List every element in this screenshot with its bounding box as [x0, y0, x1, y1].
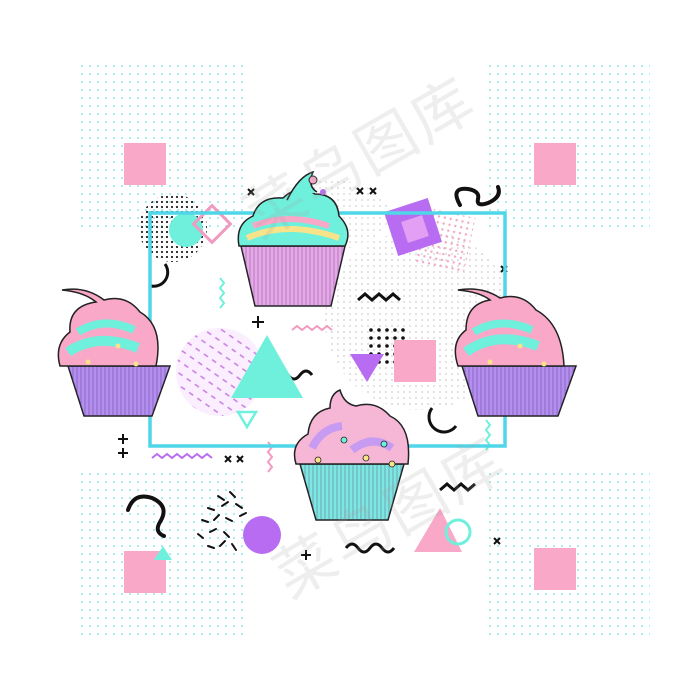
semicircle-icon — [150, 263, 170, 288]
squiggle-icon — [291, 324, 333, 332]
square-icon — [394, 340, 436, 382]
circle-outline-icon — [444, 518, 472, 546]
zigzag-icon — [439, 482, 476, 492]
semicircle-icon — [427, 407, 458, 434]
square-icon — [124, 143, 166, 185]
zigzag-icon — [218, 277, 226, 309]
triangle-outline-icon — [235, 410, 259, 430]
horseshoe-icon — [126, 494, 166, 538]
cupcake-icon — [57, 288, 172, 417]
cupcake-icon — [237, 170, 349, 307]
triangle-icon — [350, 354, 384, 382]
horseshoe-icon — [454, 185, 501, 207]
plus-icon — [118, 316, 311, 560]
circle-icon — [243, 516, 281, 554]
triangle-icon — [154, 546, 172, 560]
squiggle-icon — [344, 542, 396, 554]
cupcake-icon — [293, 388, 410, 521]
triangle-icon — [414, 508, 462, 552]
square-icon — [534, 548, 576, 590]
triangle-icon — [231, 335, 303, 398]
square-icon — [534, 143, 576, 185]
cupcake-icon — [454, 288, 578, 417]
diamond-outline-icon — [191, 203, 233, 245]
square-icon — [401, 215, 429, 243]
zigzag-icon — [357, 292, 401, 302]
squiggle-icon — [151, 452, 213, 460]
